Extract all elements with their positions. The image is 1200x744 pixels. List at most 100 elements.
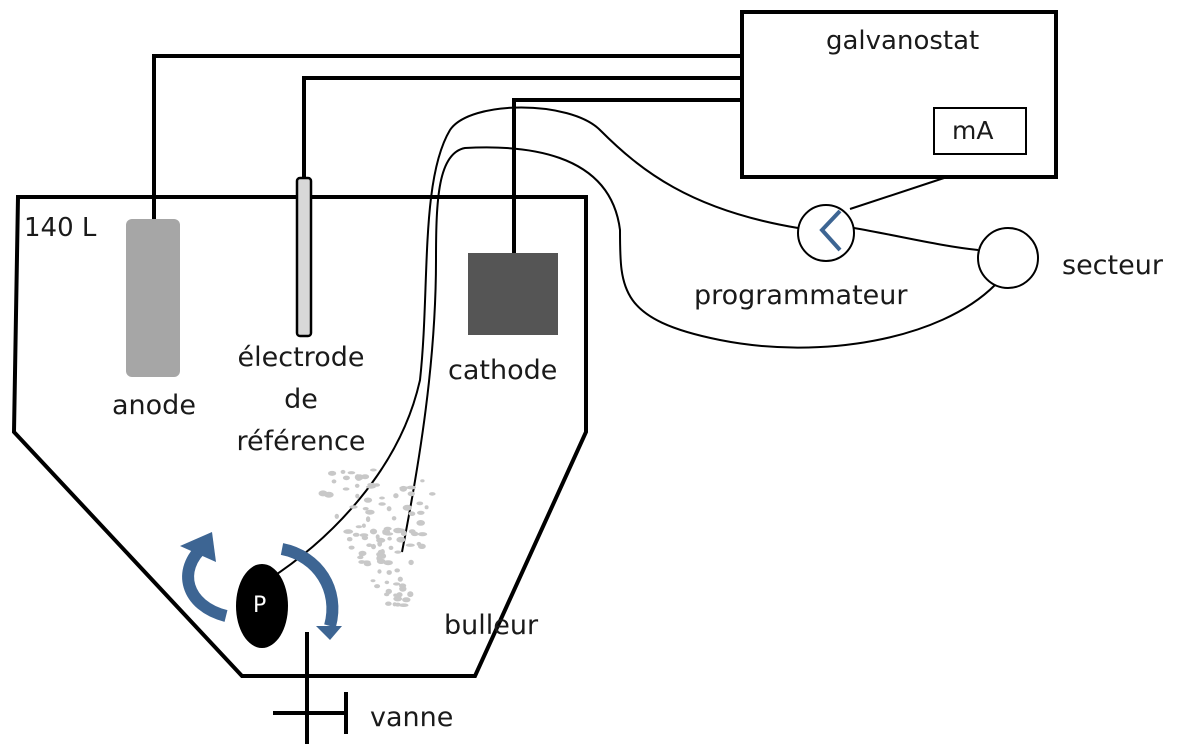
bubble — [352, 532, 360, 537]
bubble — [342, 487, 350, 491]
bubble — [405, 543, 415, 547]
cathode-label: cathode — [448, 355, 558, 386]
bubble — [420, 479, 425, 483]
bubble — [394, 568, 401, 573]
bubble — [408, 559, 414, 566]
bubble — [355, 525, 363, 529]
bubble — [343, 529, 354, 534]
bubble — [408, 511, 416, 516]
bubble — [374, 584, 381, 589]
milliammeter-display — [933, 107, 1027, 155]
reference-electrode — [295, 176, 313, 338]
timer-label: programmateur — [694, 280, 908, 311]
bubble — [365, 516, 371, 523]
bubble — [393, 596, 403, 602]
cathode-wire — [512, 98, 742, 253]
bubble — [367, 482, 376, 487]
bubble — [385, 529, 391, 535]
flow-arrow-left-icon — [182, 541, 228, 622]
bubble — [376, 537, 386, 543]
bubble — [340, 469, 346, 474]
bubble — [348, 545, 355, 550]
bubble — [394, 550, 402, 554]
bubble — [354, 483, 360, 488]
bubble — [342, 475, 350, 481]
bubble — [334, 513, 339, 519]
bubble — [406, 485, 417, 490]
bubble — [365, 509, 375, 515]
timer-hand-icon — [819, 209, 842, 252]
bubble — [429, 492, 436, 496]
bubble — [416, 501, 424, 506]
flow-arrow-right-icon — [280, 543, 339, 628]
bubble — [377, 569, 382, 574]
bubble — [383, 526, 392, 531]
bubble — [359, 533, 369, 537]
mains-to-bubbler-tube — [401, 146, 996, 553]
timer-to-mains-wire — [853, 227, 979, 251]
bubble — [402, 597, 411, 603]
bubble — [385, 601, 392, 606]
bubble — [362, 560, 371, 564]
bubble — [362, 507, 369, 511]
anode — [126, 219, 180, 377]
bubble — [417, 532, 428, 537]
bubble — [387, 536, 392, 541]
bubble — [396, 536, 406, 543]
tank-volume-label: 140 L — [24, 213, 97, 243]
bubble-cloud — [318, 468, 436, 607]
bubble — [361, 523, 366, 528]
galvanostat-power-wire — [849, 177, 945, 210]
bubble — [363, 497, 373, 503]
cathode — [468, 253, 558, 335]
bubble — [386, 506, 392, 512]
bubble — [383, 560, 393, 566]
bubble — [391, 516, 397, 521]
bubble — [370, 468, 377, 472]
bubble — [385, 588, 392, 595]
bubble — [379, 496, 385, 500]
bubble — [384, 580, 390, 585]
bubble — [366, 543, 373, 547]
tank-outline — [11, 195, 588, 678]
pump-label: P — [253, 593, 267, 618]
bubble — [396, 592, 403, 598]
bubble — [379, 553, 387, 559]
bubble — [347, 471, 356, 475]
anode-wire — [152, 54, 742, 222]
bubble — [366, 485, 376, 489]
bubble — [396, 528, 406, 532]
bubble — [318, 490, 328, 497]
bubble — [378, 502, 386, 506]
bubble — [416, 541, 422, 546]
bubble — [393, 582, 401, 586]
mains-label: secteur — [1062, 250, 1163, 281]
bubble — [407, 591, 414, 598]
bubble — [398, 603, 409, 607]
bubble — [397, 576, 403, 582]
reference-electrode-label-line-1: électrode — [237, 342, 365, 373]
galvanostat-label: galvanostat — [826, 26, 980, 56]
bubble — [399, 485, 408, 492]
bubble — [407, 491, 415, 497]
bubble — [393, 493, 399, 499]
valve-label: vanne — [370, 702, 454, 733]
bubble — [369, 528, 378, 535]
timer-to-pump-cable — [267, 106, 799, 581]
mains-socket — [977, 227, 1039, 289]
bubble — [346, 537, 353, 542]
bubble — [399, 585, 407, 592]
reference-electrode-label: électrode de référence — [216, 337, 386, 463]
bubble — [388, 545, 394, 551]
bubble — [370, 579, 376, 583]
bubble — [386, 570, 392, 575]
milliammeter-unit: mA — [952, 116, 994, 145]
reference-electrode-label-line-2: de — [284, 384, 318, 415]
bubble — [354, 474, 361, 481]
reference-electrode-label-line-3: référence — [236, 426, 366, 457]
bubble — [417, 510, 425, 515]
bubble — [355, 493, 360, 499]
flow-arrow-left-head-icon — [180, 532, 216, 562]
flow-arrow-right-head-icon — [316, 626, 342, 640]
